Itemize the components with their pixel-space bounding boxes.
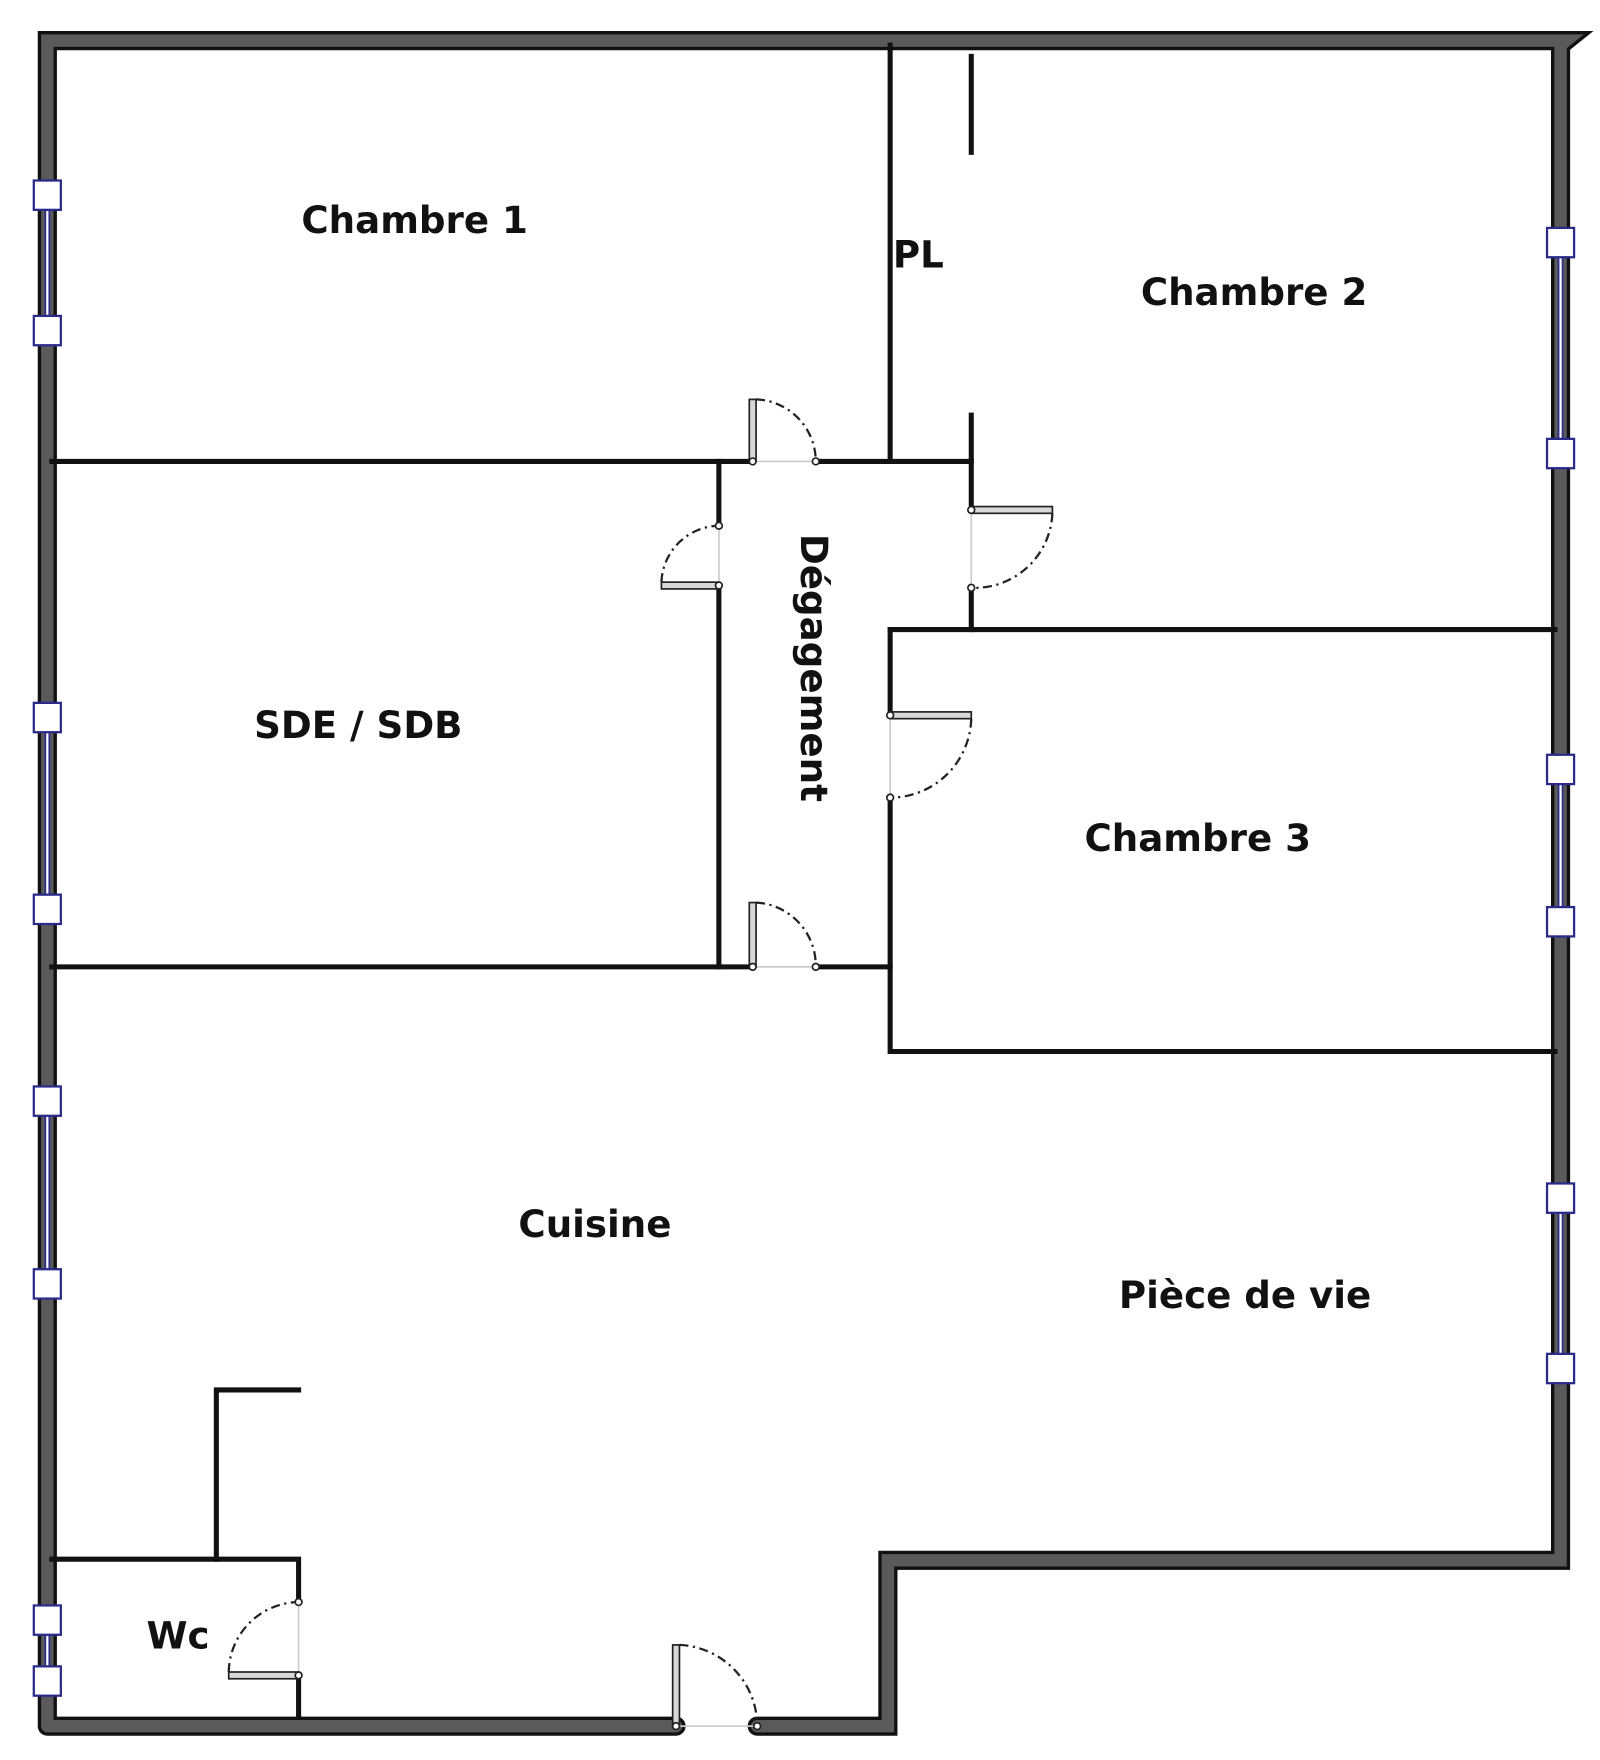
door-chambre2[interactable] xyxy=(967,505,1054,593)
room-labels: Chambre 1 PL Chambre 2 SDE / SDB Dégagem… xyxy=(147,198,1372,1658)
room-label-cuisine: Cuisine xyxy=(518,1202,671,1246)
door-wc[interactable] xyxy=(227,1597,303,1680)
room-label-pl: PL xyxy=(893,233,944,277)
window-left-wc xyxy=(32,1604,62,1697)
room-label-degagement: Dégagement xyxy=(792,534,836,802)
door-entrance[interactable] xyxy=(671,1643,762,1731)
room-label-chambre2: Chambre 2 xyxy=(1141,270,1367,314)
door-chambre1[interactable] xyxy=(748,398,821,466)
room-label-wc: Wc xyxy=(147,1614,210,1658)
interior-walls xyxy=(49,42,1558,1720)
room-label-chambre3: Chambre 3 xyxy=(1085,816,1311,860)
door-sde[interactable] xyxy=(660,521,724,590)
window-left-1 xyxy=(32,179,62,347)
window-left-2 xyxy=(32,701,62,926)
door-chambre3[interactable] xyxy=(885,711,973,802)
room-label-chambre1: Chambre 1 xyxy=(301,198,527,242)
window-right-2 xyxy=(1545,753,1576,938)
door-degagement[interactable] xyxy=(748,901,821,972)
room-label-sde-sdb: SDE / SDB xyxy=(254,703,462,747)
window-right-3 xyxy=(1545,1182,1576,1385)
room-label-piece-de-vie: Pièce de vie xyxy=(1119,1273,1371,1317)
windows xyxy=(32,179,1576,1697)
doors xyxy=(227,398,1054,1731)
window-left-3 xyxy=(32,1085,62,1300)
window-right-1 xyxy=(1545,226,1576,470)
